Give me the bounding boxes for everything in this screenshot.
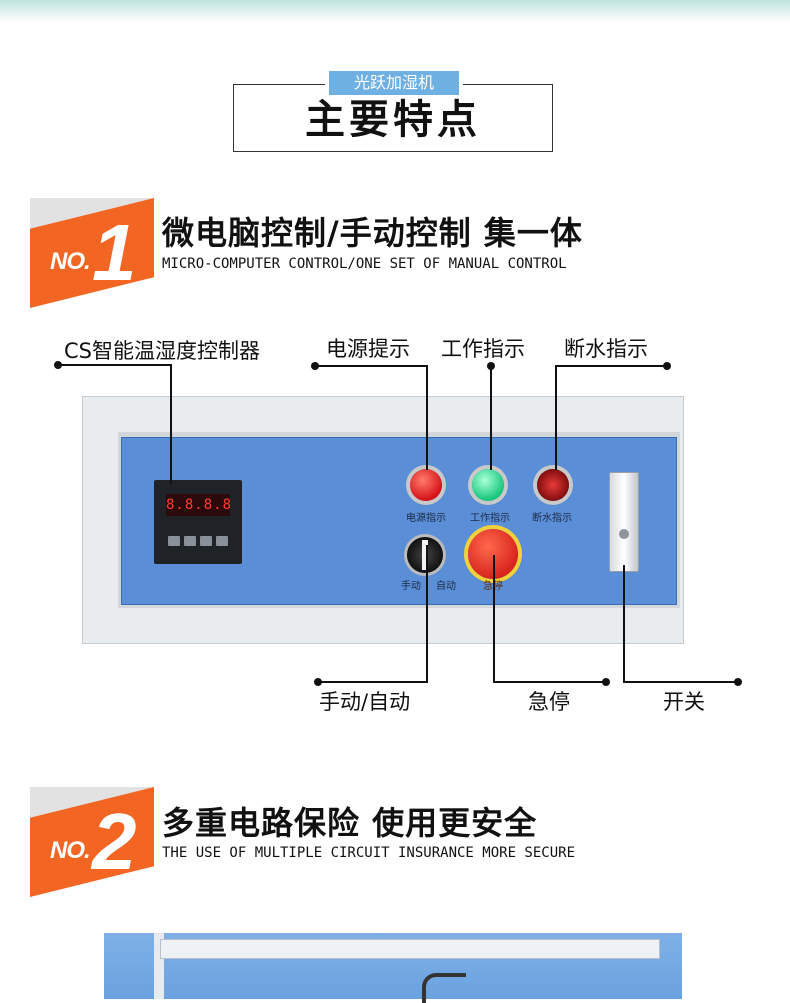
controller-display: 8.8.8.8 (166, 494, 231, 516)
callout-controller: CS智能温湿度控制器 (64, 339, 260, 363)
water-cut-indicator-lamp (537, 469, 569, 501)
circuit-cabinet-photo (104, 933, 682, 1003)
badge-no-label: NO. (50, 837, 91, 864)
section-2-subtitle: THE USE OF MULTIPLE CIRCUIT INSURANCE MO… (162, 845, 576, 861)
callout-estop: 急停 (528, 690, 570, 714)
callout-switch: 开关 (663, 690, 705, 714)
callout-manual-auto: 手动/自动 (319, 690, 411, 714)
badge-number: 2 (92, 797, 137, 886)
work-indicator-lamp (472, 469, 504, 501)
section-2-badge: NO. 2 (30, 787, 154, 897)
cable (422, 973, 466, 1003)
emergency-stop-button[interactable] (468, 529, 518, 579)
plate-water: 断水指示 (532, 513, 572, 524)
humidity-controller: 8.8.8.8 (154, 480, 242, 564)
power-switch-lock[interactable] (609, 472, 639, 572)
power-indicator-lamp (410, 469, 442, 501)
cabinet-post (154, 933, 164, 999)
callout-water-cut: 断水指示 (564, 337, 648, 361)
page-title: 主要特点 (305, 97, 481, 143)
section-2-title: 多重电路保险 使用更安全 (162, 804, 538, 842)
section-1-subtitle: MICRO-COMPUTER CONTROL/ONE SET OF MANUAL… (162, 256, 567, 272)
section-1-title: 微电脑控制/手动控制 集一体 (162, 214, 583, 252)
plate-manual: 手动 (401, 581, 421, 592)
badge-no-label: NO. (50, 248, 91, 275)
controller-keys (168, 536, 228, 546)
manual-auto-selector[interactable] (407, 537, 443, 573)
plate-power: 电源指示 (406, 513, 446, 524)
plate-estop: 急停 (483, 581, 503, 592)
plate-work: 工作指示 (470, 513, 510, 524)
callout-work: 工作指示 (441, 337, 525, 361)
keyhole-icon (619, 529, 629, 539)
header-tag: 光跃加湿机 (329, 71, 459, 95)
top-gradient-strip (0, 0, 790, 22)
badge-number: 1 (92, 208, 137, 297)
plate-auto: 自动 (436, 581, 456, 592)
section-1-badge: NO. 1 (30, 198, 154, 308)
callout-power: 电源提示 (326, 337, 410, 361)
din-rail (160, 939, 660, 959)
